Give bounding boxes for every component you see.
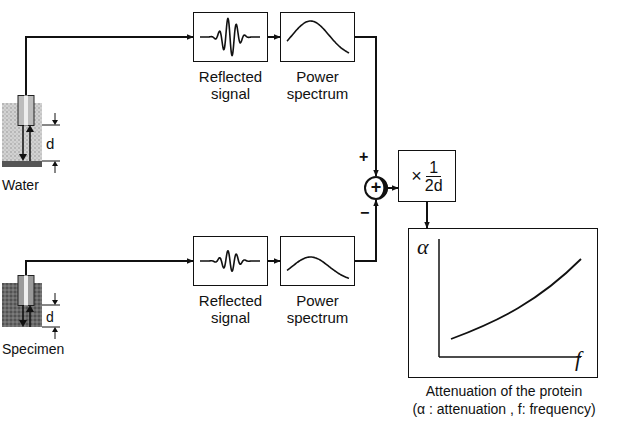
signal-arrow [26,37,193,95]
signal-icon [194,237,266,284]
icon-node: Power spectrum [277,236,358,326]
icon-box [193,236,268,286]
chart-caption: Attenuation of the protein [386,383,622,400]
denominator: 2d [425,177,443,194]
signal-arrow [355,37,376,176]
signal-arrow [268,260,280,262]
icon-box [193,12,268,62]
spec-node: Water [2,95,64,194]
scale-box: ×12d [398,150,456,202]
icon-node: Power spectrum [277,12,358,102]
icon-box [280,236,355,286]
signal-arrow [268,36,280,38]
signal-arrow [355,200,376,261]
mult-node: ×12d [398,150,456,202]
dimension-label: d [46,135,54,152]
signal-icon [281,237,353,284]
icon-node: Reflected signal [190,12,271,102]
medium-label: Water [2,177,64,194]
multiply-sign: × [411,168,422,185]
dimension-label: d [46,309,54,326]
axis-label: f [575,347,581,371]
chart-caption: (α : attenuation , f: frequency) [386,401,622,418]
summing-junction: + [364,176,388,200]
signal-arrow [26,261,193,275]
minus-sign: − [360,204,369,221]
box-caption: Power spectrum [277,68,358,102]
signal-icon [194,13,266,60]
plus-sign: + [359,148,368,165]
box-caption: Reflected signal [190,292,271,326]
signal-icon [281,13,353,60]
spec-node: Specimen [2,275,64,358]
signal-arrow [388,187,398,189]
numerator: 1 [426,159,441,177]
axis-label: α [417,235,429,259]
operator-sign: + [364,178,388,197]
chart-node: αfAttenuation of the protein(α : attenua… [386,228,622,418]
fraction: 12d [425,159,443,194]
box-caption: Power spectrum [277,292,358,326]
icon-box [280,12,355,62]
medium-label: Specimen [2,341,64,358]
specimen-illustration [2,275,62,339]
attenuation-chart: αf [408,228,598,378]
box-caption: Reflected signal [190,68,271,102]
sum-node: + [364,176,388,200]
icon-node: Reflected signal [190,236,271,326]
signal-arrow [426,202,428,228]
